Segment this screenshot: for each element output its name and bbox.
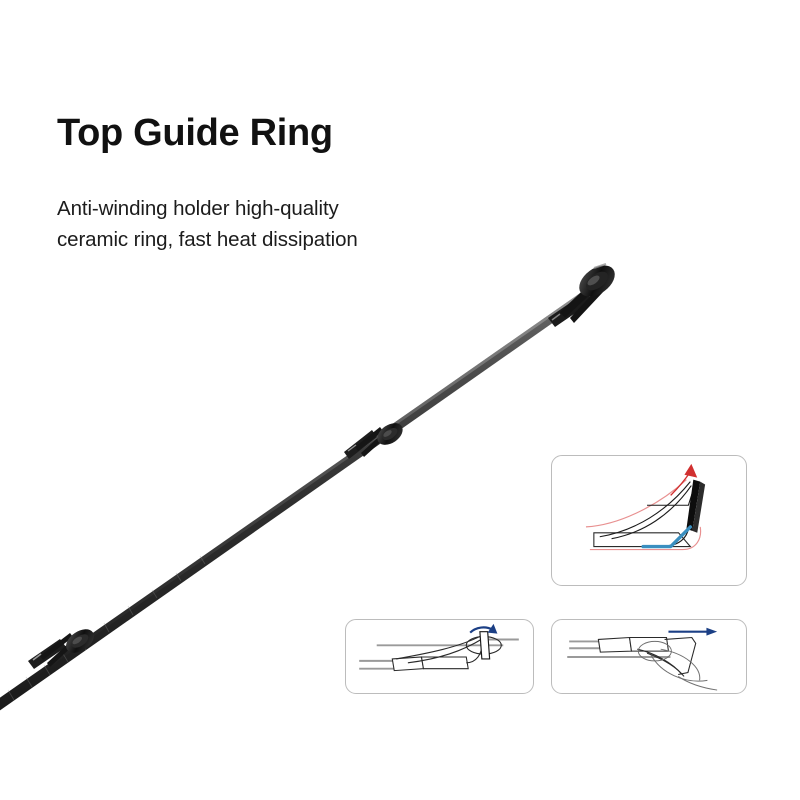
guide-frame-outline [637,636,697,677]
ceramic-ring-ellipse [465,631,502,660]
page-title: Top Guide Ring [57,112,333,154]
guide-frame-outline [599,481,694,540]
direction-arrow-up [670,463,698,496]
rod-tip-body [391,656,469,672]
panel-side-view [551,455,747,586]
rod-body-outline [593,532,692,548]
side-view-diagram [585,463,706,551]
top-guide-ring [548,262,615,327]
line-loops [637,640,718,691]
ceramic-ring-bar [686,479,706,533]
panel-flat-view [345,619,534,694]
rotation-arrow [469,623,498,634]
carbon-weave-texture [7,555,206,701]
blue-contact-accent [641,525,693,549]
flat-view-diagram [359,623,519,672]
panel-top-view [551,619,747,694]
line-direction-arrow [668,627,718,636]
second-guide-ring [344,423,403,459]
third-guide-ring [28,629,94,669]
top-view-diagram [567,627,718,691]
feature-description: Anti-winding holder high-quality ceramic… [57,197,358,251]
rod-tip-body [597,636,670,653]
